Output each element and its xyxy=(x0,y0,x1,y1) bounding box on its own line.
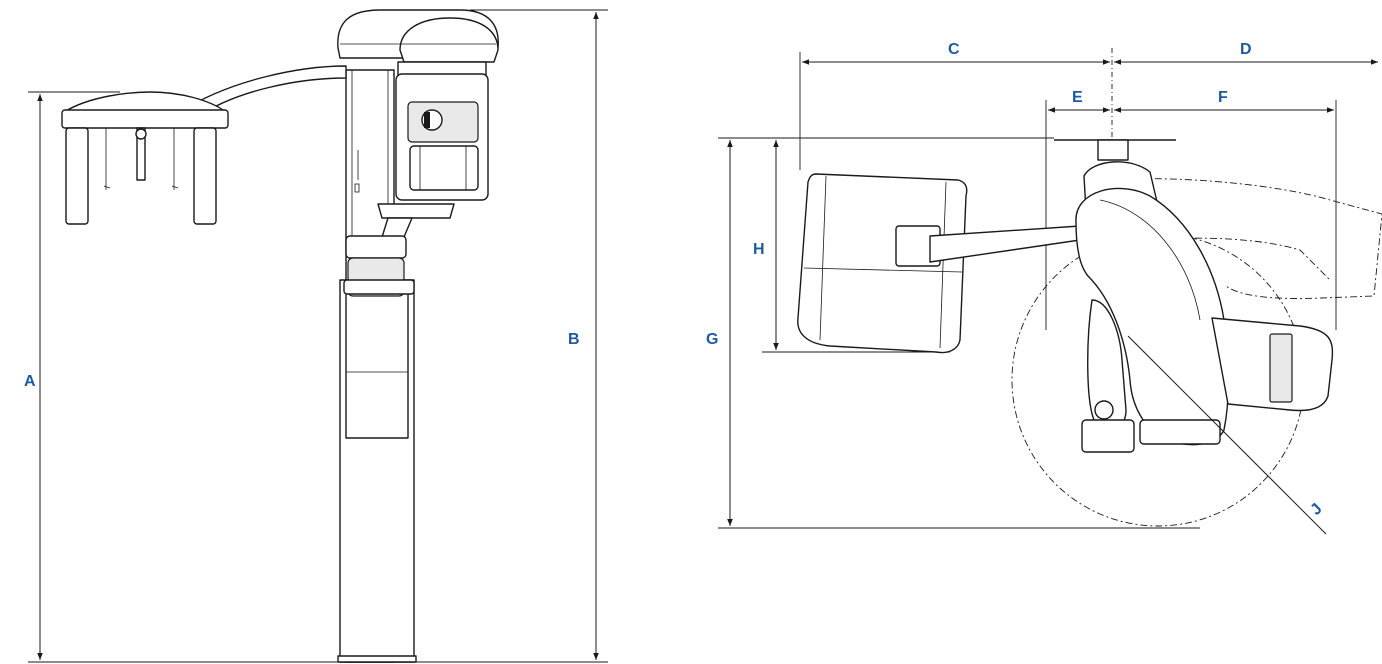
top-view: J C D E F G H xyxy=(706,41,1382,535)
dimension-label-f: F xyxy=(1218,89,1228,106)
front-view: A B xyxy=(24,9,608,663)
dimension-label-j: J xyxy=(1307,500,1325,518)
cephalostat-top xyxy=(797,173,968,354)
dimension-label-g: G xyxy=(706,331,718,348)
tube-head xyxy=(337,9,499,201)
ceph-arm xyxy=(179,65,347,119)
rotating-arm xyxy=(1075,161,1334,453)
dimension-label-b: B xyxy=(568,331,580,348)
dimension-label-c: C xyxy=(948,41,960,58)
chin-rest xyxy=(343,203,455,297)
column xyxy=(337,69,417,663)
dimension-label-e: E xyxy=(1072,89,1083,106)
dimension-label-a: A xyxy=(24,373,36,390)
cephalostat xyxy=(61,91,229,225)
dimension-label-d: D xyxy=(1240,41,1252,58)
dimension-label-h: H xyxy=(753,241,765,258)
